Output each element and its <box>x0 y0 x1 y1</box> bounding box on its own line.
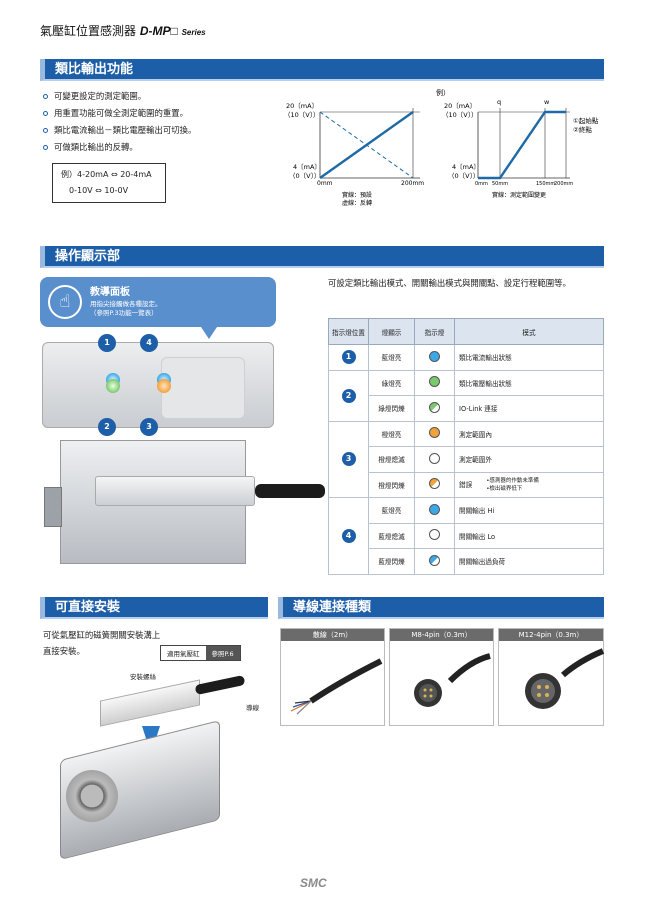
sensor-wire <box>194 674 246 696</box>
flying-lead-icon <box>290 658 383 715</box>
led-number-1: 1 <box>98 334 116 352</box>
section-analog-title: 類比輸出功能 <box>40 59 604 81</box>
svg-text:4〔mA〕: 4〔mA〕 <box>293 163 321 171</box>
section-mount-title: 可直接安裝 <box>40 597 268 619</box>
smc-logo: SMC <box>300 876 327 890</box>
bullet-item: 可做類比輸出的反轉。 <box>43 139 196 156</box>
graph-range-change: 例） q w 20〔mA〕 （10〔V〕） 4〔mA〕 （0〔V〕） 0mm 5… <box>436 88 599 199</box>
lamp-green-blink-icon <box>429 401 440 413</box>
svg-text:（0〔V〕）: （0〔V〕） <box>448 172 479 180</box>
svg-text:4〔mA〕: 4〔mA〕 <box>452 163 480 171</box>
analog-bullets: 可變更設定的測定範圍。 用重置功能可做全測定範圍的重置。 類比電流輸出－類比電壓… <box>43 88 196 156</box>
svg-text:200mm: 200mm <box>554 181 573 187</box>
display-description: 可設定類比輸出模式、開關輸出模式與開關點、設定行程範圍等。 <box>328 278 571 288</box>
m8-connector-icon <box>414 653 491 707</box>
svg-text:實線：測定範圍變更: 實線：測定範圍變更 <box>492 191 546 199</box>
table-row: 1 藍燈亮 類比電流輸出狀態 <box>328 344 604 371</box>
callout-text: 用指尖接觸做各種設定。 <box>90 300 162 308</box>
section-display-title: 操作顯示部 <box>40 246 604 268</box>
bullet-item: 可變更設定的測定範圍。 <box>43 88 196 105</box>
lamp-off-icon <box>429 452 440 464</box>
svg-text:①起始點: ①起始點 <box>573 116 599 125</box>
table-header: 指示燈 <box>414 318 455 345</box>
callout-title: 教導面板 <box>90 287 130 298</box>
cable-card-m8: M8-4pin（0.3m） <box>389 628 494 726</box>
mount-description: 可從氣壓缸的磁簧開關安裝溝上 直接安裝。 <box>43 630 161 656</box>
example-row: 例）4-20mA ⇔ 20-4mA <box>61 170 152 179</box>
svg-text:虛線：反轉: 虛線：反轉 <box>342 199 372 207</box>
table-header: 模式 <box>454 318 604 345</box>
svg-text:（10〔V〕）: （10〔V〕） <box>284 111 319 119</box>
cylinder-rod <box>44 487 62 527</box>
svg-text:w: w <box>544 98 550 106</box>
bullet-item: 用重置功能可做全測定範圍的重置。 <box>43 105 196 122</box>
table-row: 綠燈閃爍 IO-Link 連接 <box>329 395 604 422</box>
table-row: 2 綠燈亮 類比電壓輸出狀態 <box>328 369 604 422</box>
applicable-cylinder-ref: 適用氣壓缸 參照P.6 <box>160 645 241 661</box>
callout-arrow <box>201 327 217 339</box>
cable-card-flying: 散線（2m） <box>280 628 385 726</box>
cylinder-face <box>66 770 118 822</box>
led-number-2: 2 <box>98 418 116 436</box>
callout-text: （參照P.3功能一覽表） <box>90 309 158 317</box>
bullet-item: 類比電流輸出－類比電壓輸出可切換。 <box>43 122 196 139</box>
table-row: 橙燈熄滅 測定範圍外 <box>329 446 604 473</box>
section-cable-title: 導線連接種類 <box>278 597 604 619</box>
svg-text:150mm: 150mm <box>536 181 555 187</box>
example-row: 0-10V ⇔ 10-0V <box>69 186 129 195</box>
graph-default-reverse: 20〔mA〕 （10〔V〕） 4〔mA〕 （0〔V〕） 0mm 200mm 實線… <box>284 102 424 207</box>
lamp-blue-blink-icon <box>429 554 440 566</box>
svg-text:50mm: 50mm <box>492 181 508 187</box>
table-row: 藍燈熄滅 開關輸出 Lo <box>329 522 604 549</box>
svg-text:（0〔V〕）: （0〔V〕） <box>289 172 320 180</box>
page-header: 氣壓缸位置感測器 D-MP□ Series <box>40 22 206 39</box>
led-orange-3 <box>157 379 171 393</box>
lamp-blue-icon <box>429 350 440 362</box>
table-header: 指示燈位置 <box>328 318 369 345</box>
svg-text:（10〔V〕）: （10〔V〕） <box>442 111 477 119</box>
cable-card-m12: M12-4pin（0.3m） <box>498 628 605 726</box>
m12-connector-icon <box>525 648 605 709</box>
callout-panel: ☝ 教導面板 用指尖接觸做各種設定。 （參照P.3功能一覽表） <box>40 277 276 327</box>
label-lead-wire: 導線 <box>246 704 259 712</box>
table-row: 3 橙燈亮 測定範圍內 <box>328 420 604 498</box>
hand-touch-icon: ☝ <box>48 285 82 319</box>
header-model: D-MP□ <box>139 24 178 38</box>
table-header: 燈顯示 <box>368 318 415 345</box>
svg-text:q: q <box>497 98 501 106</box>
svg-text:②終點: ②終點 <box>573 125 592 134</box>
sensor-illustration <box>100 679 200 727</box>
svg-text:20〔mA〕: 20〔mA〕 <box>286 102 318 110</box>
sensor-body <box>95 476 255 506</box>
svg-text:例）: 例） <box>436 88 450 97</box>
svg-text:200mm: 200mm <box>401 180 424 187</box>
svg-text:0mm: 0mm <box>475 181 488 187</box>
header-series: Series <box>181 28 206 37</box>
table-row: 藍燈閃爍 開關輸出過負荷 <box>329 548 604 575</box>
lamp-off-icon <box>429 529 440 541</box>
table-row: 4 藍燈亮 開關輸出 Hi <box>328 497 604 575</box>
svg-text:實線：預設: 實線：預設 <box>342 191 372 199</box>
lamp-orange-blink-icon <box>429 478 440 490</box>
table-row: 橙燈閃爍 錯誤•感測器的作動未準備•檢出磁界低下 <box>329 471 604 498</box>
example-box: 例）4-20mA ⇔ 20-4mA 0-10V ⇔ 10-0V <box>52 163 166 203</box>
led-number-3: 3 <box>140 418 158 436</box>
header-title: 氣壓缸位置感測器 <box>40 24 137 38</box>
led-green-2 <box>106 379 120 393</box>
svg-text:20〔mA〕: 20〔mA〕 <box>444 102 476 110</box>
lamp-green-icon <box>429 376 440 388</box>
svg-text:0mm: 0mm <box>317 180 333 187</box>
lamp-orange-icon <box>429 427 440 439</box>
label-mount-bolt: 安裝螺絲 <box>130 673 156 681</box>
sensor-cable <box>255 484 325 498</box>
indicator-table: 指示燈位置 燈顯示 指示燈 模式 1 藍燈亮 類比電流輸出狀態 2 綠燈亮 類比… <box>328 318 604 575</box>
lamp-blue-icon <box>429 503 440 515</box>
display-closeup <box>42 342 274 428</box>
led-number-4: 4 <box>140 334 158 352</box>
touch-panel <box>161 357 245 419</box>
